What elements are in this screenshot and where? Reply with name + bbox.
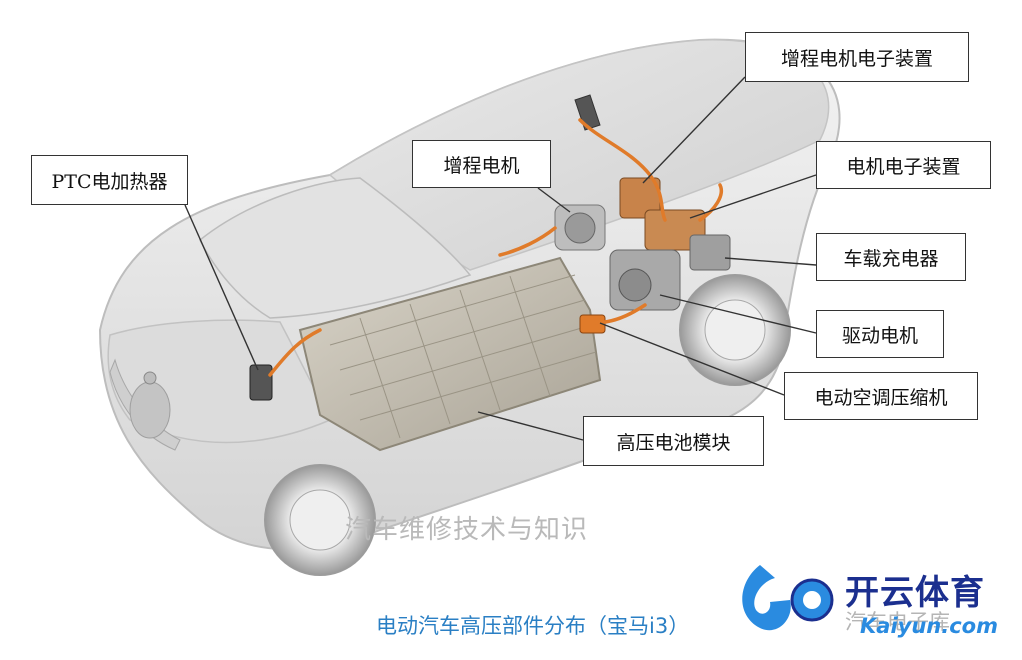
battery-cell-grid — [329, 274, 597, 439]
kidney-grille — [129, 381, 171, 439]
watermark-text: 汽车维修技术与知识 — [345, 515, 589, 545]
range-extender-motor-shape — [554, 204, 606, 251]
brand-emblem — [143, 371, 157, 385]
label-onboard-charger: 车载充电器 — [816, 233, 966, 281]
leader-lines — [184, 76, 817, 441]
brand-name-cn: 开云体育 — [845, 573, 985, 613]
label-range-extender-motor: 增程电机 — [412, 140, 551, 188]
headlight — [109, 358, 181, 451]
label-drive-motor: 驱动电机 — [816, 310, 944, 358]
windshield — [199, 177, 472, 319]
label-range-extender-electronics: 增程电机电子装置 — [745, 32, 969, 82]
hv-cables — [268, 118, 723, 377]
onboard-charger-shape — [689, 234, 731, 271]
label-hv-battery: 高压电池模块 — [583, 416, 764, 466]
label-ptc-heater: PTC电加热器 — [31, 155, 188, 205]
ptc-heater-shape — [249, 364, 273, 401]
brand-name-en: Kaiyun.com — [860, 614, 998, 638]
label-motor-electronics: 电机电子装置 — [816, 141, 991, 189]
brand-logo-mark — [742, 565, 834, 631]
source-tag: 汽车电子库 — [845, 610, 950, 634]
hv-battery-pack — [298, 256, 602, 452]
drive-motor-shape — [609, 249, 681, 311]
label-ac-compressor: 电动空调压缩机 — [784, 372, 978, 420]
diagram-caption: 电动汽车高压部件分布（宝马i3） — [376, 614, 690, 638]
